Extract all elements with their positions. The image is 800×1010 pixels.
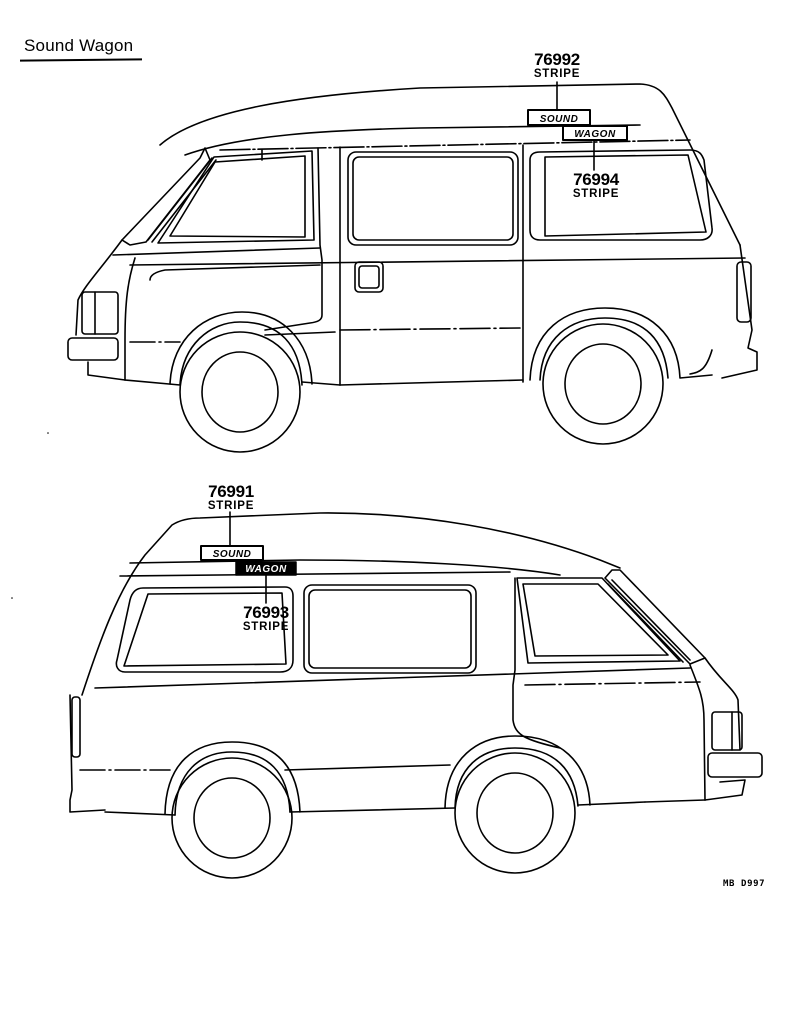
callout-76994: 76994 STRIPE	[563, 171, 629, 201]
bottom-van-view	[69, 512, 763, 879]
part-label: STRIPE	[242, 621, 290, 633]
top-door-handle	[354, 261, 384, 293]
bottom-front-wheel	[454, 752, 576, 874]
callout-76993: 76993 STRIPE	[233, 604, 299, 634]
bottom-front-bumper	[707, 752, 763, 778]
top-front-bumper	[67, 337, 119, 361]
callout-76992: 76992 STRIPE	[524, 51, 590, 81]
bottom-callouts: SOUND WAGON	[200, 511, 297, 604]
part-number: 76993	[243, 603, 289, 622]
drawing-code: MB D997	[723, 879, 766, 889]
top-rear-wheel	[542, 323, 664, 445]
part-number: 76992	[534, 50, 580, 69]
part-number: 76991	[208, 482, 254, 501]
top-front-wheel	[179, 331, 301, 453]
part-label: STRIPE	[533, 68, 581, 80]
bottom-sound-badge	[200, 545, 264, 561]
bottom-middle-window	[303, 584, 477, 674]
callout-76991: 76991 STRIPE	[198, 483, 264, 513]
top-front-window	[169, 155, 306, 238]
top-wagon-badge-text: WAGON	[574, 129, 616, 140]
part-number: 76994	[573, 170, 619, 189]
top-wagon-badge	[562, 125, 628, 141]
top-van-view	[67, 83, 758, 453]
bottom-sound-badge-text: SOUND	[213, 549, 252, 560]
part-label: STRIPE	[207, 500, 255, 512]
top-rear-window	[529, 149, 713, 241]
top-middle-window	[347, 151, 519, 246]
bottom-rear-wheel	[171, 757, 293, 879]
bottom-rear-window	[115, 586, 294, 673]
part-label: STRIPE	[572, 188, 620, 200]
top-sound-badge-text: SOUND	[540, 114, 579, 125]
bottom-wagon-badge-text: WAGON	[245, 564, 287, 575]
bottom-headlight	[711, 711, 743, 751]
top-headlight	[81, 291, 119, 335]
top-sound-badge	[527, 109, 591, 126]
bottom-van-roof	[81, 512, 621, 696]
diagram-title: Sound Wagon	[24, 36, 134, 55]
top-van-roof	[159, 83, 741, 246]
bottom-front-window	[516, 577, 681, 664]
top-callouts: SOUND WAGON	[527, 81, 628, 171]
